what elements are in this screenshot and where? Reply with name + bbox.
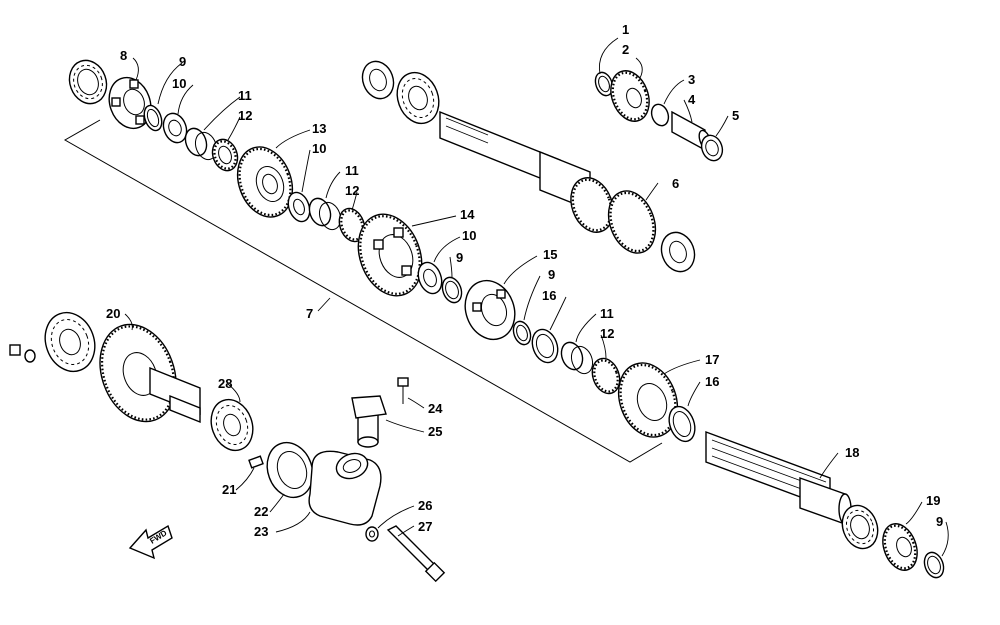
- callout-17: 17: [705, 352, 719, 367]
- assembly-bracket-7: [63, 119, 663, 463]
- callout-11-c: 11: [600, 306, 614, 321]
- washer-26: [365, 526, 379, 542]
- gear-17: [617, 362, 679, 438]
- snap-ring-9-lower: [512, 320, 532, 346]
- callout-12-a: 12: [238, 108, 252, 123]
- callout-24: 24: [428, 401, 443, 416]
- callout-16-a: 16: [542, 288, 556, 303]
- callout-11-a: 11: [238, 88, 252, 103]
- callout-6: 6: [672, 176, 679, 191]
- drive-gear-20: [99, 323, 201, 424]
- needle-bearing-12-mid: [338, 207, 366, 243]
- snap-ring-9-right: [923, 551, 945, 579]
- callout-4: 4: [688, 92, 696, 107]
- callout-9-c: 9: [548, 267, 555, 282]
- callout-9-b: 9: [456, 250, 463, 265]
- spline-washer-10-lower: [417, 261, 443, 295]
- shaft-gear-6: [570, 177, 657, 254]
- gear-19: [882, 523, 918, 571]
- snap-ring-9-upper: [143, 104, 163, 132]
- needle-bearing-12-upper: [211, 138, 239, 172]
- bushing-5: [700, 134, 724, 162]
- bushing-11-mid: [308, 197, 342, 231]
- housing-23: [308, 450, 382, 526]
- callout-20: 20: [106, 306, 120, 321]
- callout-13: 13: [312, 121, 326, 136]
- callout-7: 7: [306, 306, 313, 321]
- callout-15: 15: [543, 247, 557, 262]
- bearing-28: [210, 398, 254, 452]
- bearing-lower-right: [841, 504, 879, 550]
- bolt-washer-left: [9, 344, 36, 363]
- output-shaft-18: [705, 430, 852, 525]
- callout-26: 26: [418, 498, 432, 513]
- bushing-11-upper: [184, 127, 218, 161]
- callout-10-b: 10: [312, 141, 326, 156]
- bolt-24: [397, 377, 409, 404]
- callout-18: 18: [845, 445, 859, 460]
- thrust-washer-16-lower: [668, 405, 696, 443]
- clutch-gear-14: [357, 213, 423, 297]
- bolt-27: [386, 525, 446, 583]
- callout-1: 1: [622, 22, 629, 37]
- callout-28: 28: [218, 376, 232, 391]
- callout-21: 21: [222, 482, 236, 497]
- sensor-25: [351, 395, 387, 448]
- callout-12-c: 12: [600, 326, 614, 341]
- snap-ring-9-mid: [441, 276, 463, 304]
- countershaft: [439, 110, 591, 212]
- spline-washer-10-mid: [287, 191, 311, 223]
- bearing-countershaft-top-1: [361, 60, 395, 100]
- bushing-3: [650, 103, 670, 127]
- bearing-countershaft-top-2: [396, 71, 440, 125]
- gear-13: [236, 146, 294, 218]
- callout-8: 8: [120, 48, 127, 63]
- gasket-22: [266, 441, 314, 499]
- fwd-arrow-icon: FWD: [128, 524, 173, 560]
- bearing-20-left: [44, 311, 96, 373]
- leader-lines: [124, 37, 949, 557]
- callout-labels: 1 2 3 4 5 6 7 8 9 10 11 12 13 10 11 12 1…: [106, 22, 943, 539]
- callout-9-d: 9: [936, 514, 943, 529]
- callout-23: 23: [254, 524, 268, 539]
- hub-part-8: [108, 76, 152, 130]
- callout-10-c: 10: [462, 228, 476, 243]
- callout-19: 19: [926, 493, 940, 508]
- callout-11-b: 11: [345, 163, 359, 178]
- thrust-washer-16-mid: [531, 328, 559, 364]
- callout-27: 27: [418, 519, 432, 534]
- callout-22: 22: [254, 504, 268, 519]
- gear-2: [610, 70, 650, 122]
- callout-5: 5: [732, 108, 739, 123]
- bushing-11-lower: [560, 341, 594, 375]
- callout-16-b: 16: [705, 374, 719, 389]
- callout-2: 2: [622, 42, 629, 57]
- callout-9-a: 9: [179, 54, 186, 69]
- callout-10-a: 10: [172, 76, 186, 91]
- dowel-pin-21: [248, 455, 264, 469]
- callout-25: 25: [428, 424, 442, 439]
- callout-3: 3: [688, 72, 695, 87]
- callout-12-b: 12: [345, 183, 359, 198]
- spline-washer-10-upper: [162, 112, 188, 144]
- shift-dog-15: [464, 279, 516, 341]
- callout-14: 14: [460, 207, 475, 222]
- bearing-upper-left: [68, 59, 108, 105]
- bearing-countershaft-bottom: [660, 231, 696, 273]
- needle-bearing-12-lower: [591, 357, 621, 395]
